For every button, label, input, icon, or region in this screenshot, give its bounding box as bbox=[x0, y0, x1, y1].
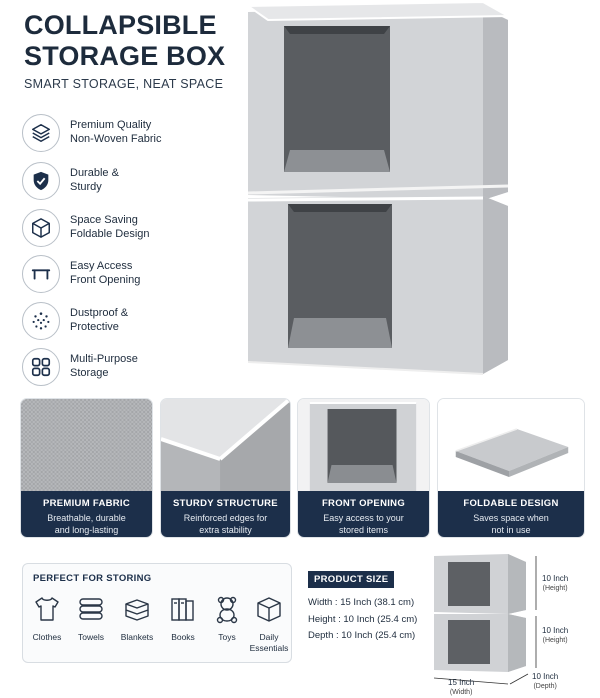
tile-foldable-design: FOLDABLE DESIGN Saves space when not in … bbox=[437, 398, 585, 538]
grid-icon bbox=[22, 348, 60, 386]
size-height: Height : 10 Inch (25.4 cm) bbox=[308, 614, 418, 625]
towels-icon bbox=[79, 598, 103, 620]
shield-check-icon bbox=[22, 162, 60, 200]
books-icon bbox=[171, 598, 194, 621]
tile-caption: STURDY STRUCTURE Reinforced edges for ex… bbox=[161, 491, 290, 537]
feature-text: Easy Access Front Opening bbox=[70, 260, 141, 286]
store-item-towels: Towels bbox=[69, 594, 113, 643]
feature-item: Premium Quality Non-Woven Fabric bbox=[22, 114, 232, 154]
dim-top-height: 10 Inch (Height) bbox=[542, 574, 569, 592]
store-item-toys: Toys bbox=[205, 594, 249, 643]
feature-text: Premium Quality Non-Woven Fabric bbox=[70, 119, 162, 145]
size-depth: Depth : 10 Inch (25.4 cm) bbox=[308, 630, 416, 641]
storing-title: PERFECT FOR STORING bbox=[33, 573, 152, 584]
store-item-blankets: Blankets bbox=[115, 594, 159, 643]
tile-sturdy-structure: STURDY STRUCTURE Reinforced edges for ex… bbox=[160, 398, 291, 538]
dim-width: 15 Inch (Width) bbox=[448, 678, 475, 696]
blankets-icon bbox=[125, 599, 149, 621]
dim-bottom-height: 10 Inch (Height) bbox=[542, 626, 569, 644]
product-image bbox=[244, 0, 512, 375]
tile-caption: FRONT OPENING Easy access to your stored… bbox=[298, 491, 429, 537]
size-width: Width : 15 Inch (38.1 cm) bbox=[308, 597, 415, 608]
cube-icon bbox=[22, 209, 60, 247]
opening-icon bbox=[22, 255, 60, 293]
feature-text: Durable & Sturdy bbox=[70, 167, 119, 193]
feature-item: Easy Access Front Opening bbox=[22, 255, 232, 295]
box-icon bbox=[257, 597, 281, 622]
tile-premium-fabric: PREMIUM FABRIC Breathable, durable and l… bbox=[20, 398, 153, 538]
title-line-2: STORAGE BOX bbox=[24, 41, 226, 71]
feature-text: Dustproof & Protective bbox=[70, 307, 129, 333]
store-item-books: Books bbox=[161, 594, 205, 643]
subtitle: SMART STORAGE, NEAT SPACE bbox=[24, 77, 224, 91]
fabric-texture-image bbox=[21, 399, 152, 491]
tile-caption: PREMIUM FABRIC Breathable, durable and l… bbox=[21, 491, 152, 537]
tile-caption: FOLDABLE DESIGN Saves space when not in … bbox=[438, 491, 584, 537]
folded-box-image bbox=[438, 399, 584, 491]
product-size-badge: PRODUCT SIZE bbox=[308, 571, 395, 588]
dust-icon bbox=[22, 302, 60, 340]
tile-front-opening: FRONT OPENING Easy access to your stored… bbox=[297, 398, 430, 538]
layers-icon bbox=[22, 114, 60, 152]
shirt-icon bbox=[35, 597, 59, 621]
feature-item: Multi-Purpose Storage bbox=[22, 348, 232, 388]
feature-item: Dustproof & Protective bbox=[22, 302, 232, 342]
feature-item: Durable & Sturdy bbox=[22, 162, 232, 202]
store-item-clothes: Clothes bbox=[25, 594, 69, 643]
feature-text: Multi-Purpose Storage bbox=[70, 353, 138, 379]
dimension-box-image bbox=[433, 554, 537, 685]
page-title: COLLAPSIBLE STORAGE BOX bbox=[24, 10, 225, 72]
reinforced-edge-image bbox=[161, 399, 290, 491]
front-opening-image bbox=[298, 399, 429, 491]
teddy-bear-icon bbox=[216, 596, 238, 624]
feature-text: Space Saving Foldable Design bbox=[70, 214, 150, 240]
store-item-daily-essentials: Daily Essentials bbox=[247, 594, 291, 654]
dimension-diagram: 10 Inch (Height) 10 Inch (Height) 15 Inc… bbox=[428, 548, 598, 698]
feature-item: Space Saving Foldable Design bbox=[22, 209, 232, 249]
dim-depth: 10 Inch (Depth) bbox=[532, 672, 559, 690]
perfect-for-storing-panel: PERFECT FOR STORING Clothes Towels Blank… bbox=[22, 563, 292, 663]
title-line-1: COLLAPSIBLE bbox=[24, 10, 217, 40]
